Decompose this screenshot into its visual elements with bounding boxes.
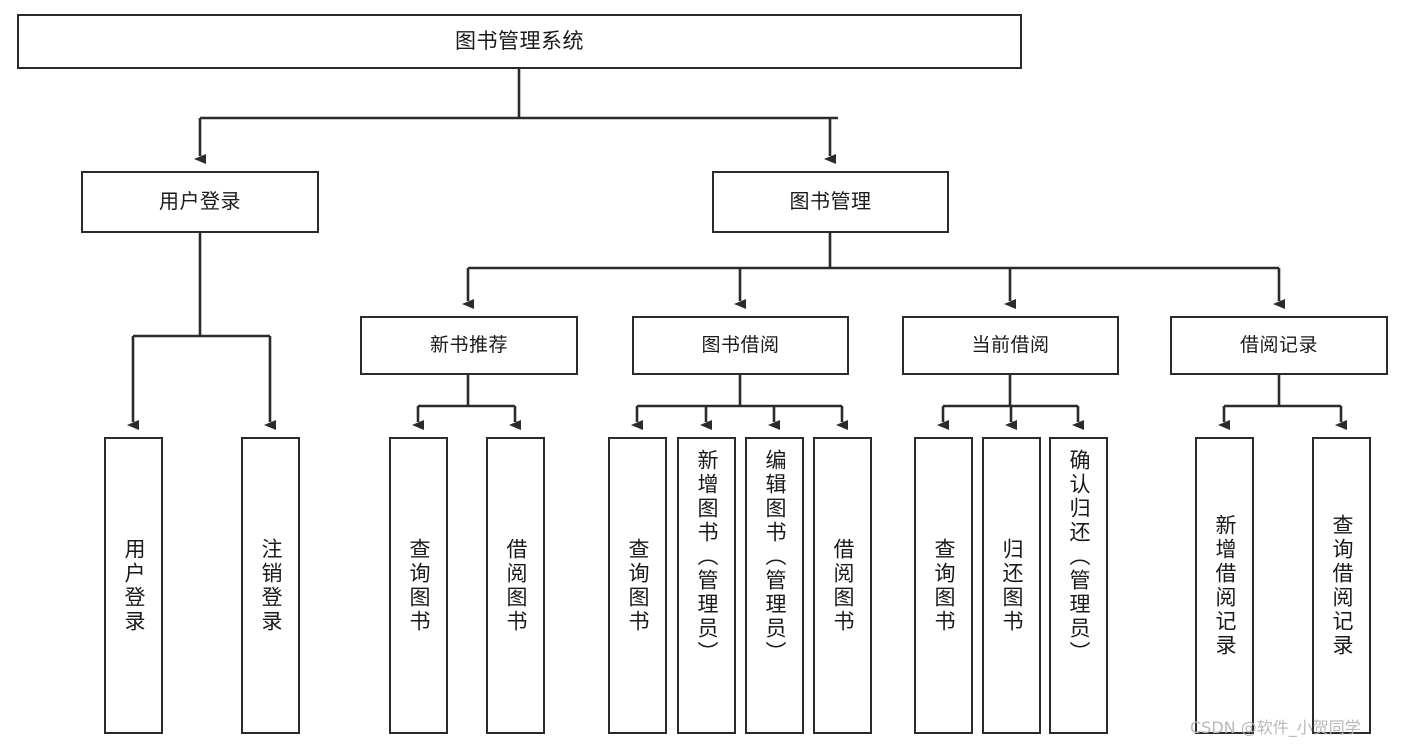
node-label: 图书管理 (789, 189, 872, 214)
node-book-borrow[interactable]: 图书借阅 (632, 316, 849, 375)
leaf-current-confirm-return-admin[interactable]: 确认归还（管理员） (1049, 437, 1108, 734)
leaf-current-query-book[interactable]: 查询图书 (914, 437, 973, 734)
node-borrow-record[interactable]: 借阅记录 (1170, 316, 1388, 375)
leaf-record-query-record[interactable]: 查询借阅记录 (1312, 437, 1371, 734)
leaf-borrow-add-book-admin[interactable]: 新增图书（管理员） (677, 437, 736, 734)
csdn-watermark: CSDN @软件_小贺同学 (1190, 718, 1361, 737)
node-new-book-recommend[interactable]: 新书推荐 (360, 316, 578, 375)
node-label: 查询借阅记录 (1330, 513, 1354, 658)
node-label: 确认归还（管理员） (1067, 449, 1091, 665)
node-user-login[interactable]: 用户登录 (81, 171, 319, 233)
leaf-newbook-borrow-book[interactable]: 借阅图书 (486, 437, 545, 734)
node-label: 借阅图书 (504, 537, 528, 634)
leaf-newbook-query-book[interactable]: 查询图书 (389, 437, 448, 734)
leaf-borrow-edit-book-admin[interactable]: 编辑图书（管理员） (745, 437, 804, 734)
leaf-current-return-book[interactable]: 归还图书 (982, 437, 1041, 734)
node-label: 查询图书 (407, 537, 431, 634)
node-book-management[interactable]: 图书管理 (712, 171, 949, 233)
node-label: 归还图书 (1000, 537, 1024, 634)
leaf-user-login[interactable]: 用户登录 (104, 437, 163, 734)
node-label: 注销登录 (259, 537, 283, 634)
node-label: 新增借阅记录 (1213, 513, 1237, 658)
node-label: 图书借阅 (701, 334, 780, 357)
node-label: 编辑图书（管理员） (763, 449, 787, 665)
leaf-logout-login[interactable]: 注销登录 (241, 437, 300, 734)
node-current-borrow[interactable]: 当前借阅 (902, 316, 1119, 375)
node-label: 查询图书 (932, 537, 956, 634)
node-root-system[interactable]: 图书管理系统 (17, 14, 1022, 69)
node-label: 借阅记录 (1239, 334, 1318, 357)
node-label: 新增图书（管理员） (695, 449, 719, 665)
node-label: 查询图书 (626, 537, 650, 634)
node-label: 当前借阅 (971, 334, 1050, 357)
node-label: 用户登录 (122, 537, 146, 634)
node-label: 新书推荐 (429, 334, 508, 357)
node-label: 借阅图书 (831, 537, 855, 634)
leaf-borrow-query-book[interactable]: 查询图书 (608, 437, 667, 734)
leaf-borrow-borrow-book[interactable]: 借阅图书 (813, 437, 872, 734)
node-label: 用户登录 (159, 189, 241, 214)
node-label: 图书管理系统 (455, 29, 584, 54)
leaf-record-add-record[interactable]: 新增借阅记录 (1195, 437, 1254, 734)
